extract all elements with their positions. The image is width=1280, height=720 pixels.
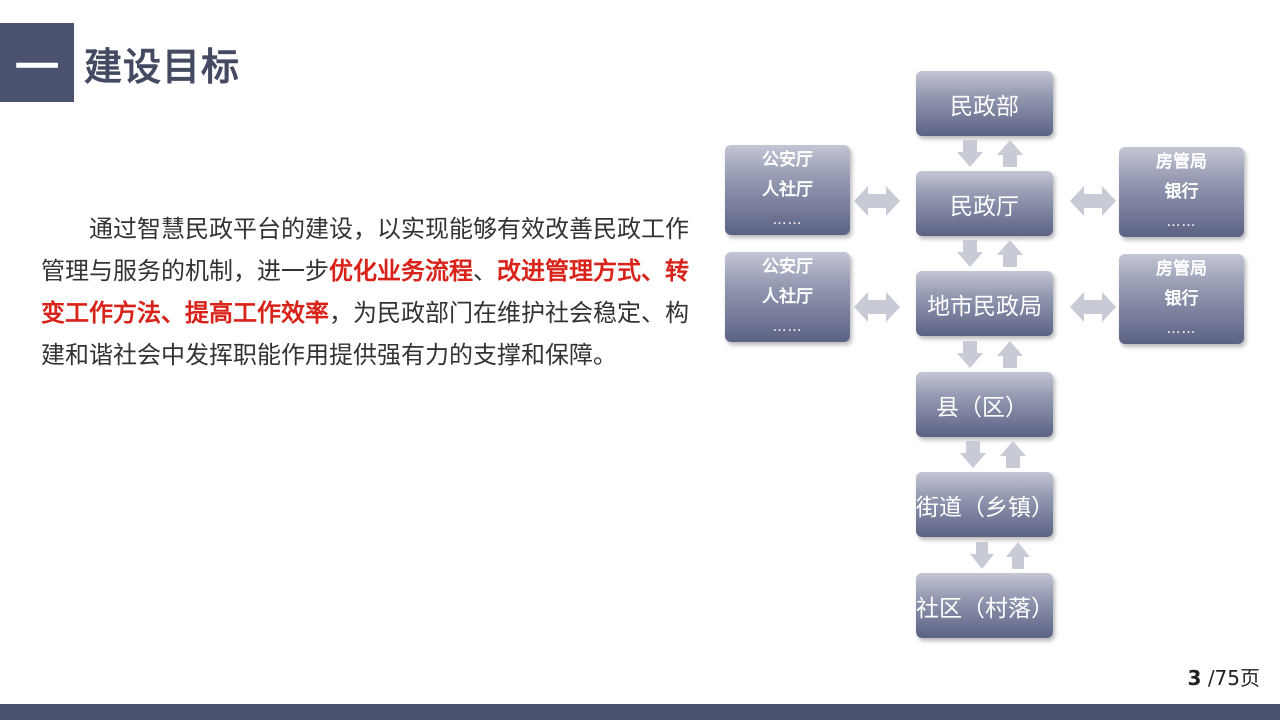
hierarchy-box-city: 地市民政局 (916, 271, 1053, 336)
double-arrow-icon (1070, 186, 1116, 216)
left-partner-box-1: 公安厅 人社厅 …… (725, 145, 850, 235)
left-box-1-line2: 人社厅 (762, 180, 813, 200)
left-box-1-line3: …… (772, 212, 803, 228)
left-box-2-line3: …… (772, 319, 803, 335)
footer-bar (0, 704, 1280, 720)
hierarchy-box-community: 社区（村落） (916, 573, 1054, 638)
right-box-1-line2: 银行 (1164, 182, 1199, 202)
right-box-1-line1: 房管局 (1156, 152, 1207, 172)
highlight-text-2: 改进管理方式、转变工作方法、提高工作效率 (41, 257, 689, 327)
right-box-2-line3: …… (1166, 321, 1197, 337)
updown-arrow-icon (957, 140, 1023, 167)
hierarchy-box-street: 街道（乡镇） (916, 472, 1054, 537)
updown-arrow-icon (957, 240, 1023, 267)
right-partner-box-2: 房管局 银行 …… (1119, 254, 1244, 344)
left-box-2-line2: 人社厅 (762, 287, 813, 307)
updown-arrow-icon (957, 341, 1023, 368)
updown-arrow-icon (970, 542, 1030, 569)
hierarchy-box-county: 县（区） (916, 372, 1053, 437)
right-partner-box-1: 房管局 银行 …… (1119, 147, 1244, 237)
left-partner-box-2: 公安厅 人社厅 …… (725, 252, 850, 342)
total-pages: /75页 (1207, 666, 1260, 690)
page-number: 3 /75页 (1188, 662, 1260, 691)
hierarchy-box-ministry: 民政部 (916, 71, 1053, 136)
paragraph-text-1: 通过智慧民政平台的建设，以实现能够有效改善民政工作管理与服务的机制，进一步 (41, 215, 689, 285)
goal-paragraph: 通过智慧民政平台的建设，以实现能够有效改善民政工作管理与服务的机制，进一步优化业… (41, 208, 696, 376)
hierarchy-box-provincial: 民政厅 (916, 171, 1053, 236)
double-arrow-icon (854, 292, 900, 322)
left-box-2-line1: 公安厅 (762, 257, 813, 277)
page-title: 建设目标 (84, 45, 241, 89)
highlight-text-1: 优化业务流程 (329, 257, 473, 285)
left-box-1-line1: 公安厅 (762, 150, 813, 170)
right-box-2-line1: 房管局 (1156, 259, 1207, 279)
double-arrow-icon (854, 186, 900, 216)
double-arrow-icon (1070, 292, 1116, 322)
paragraph-separator: 、 (473, 257, 497, 285)
paragraph-text-2: ，为民政部门在维护社会稳定、构建和谐社会中发挥职能作用提供强有力的支撑和保障。 (41, 299, 689, 369)
section-number: 一 (0, 23, 74, 102)
right-box-2-line2: 银行 (1164, 289, 1199, 309)
right-box-1-line3: …… (1166, 214, 1197, 230)
current-page: 3 (1187, 666, 1202, 690)
updown-arrow-icon (960, 441, 1026, 468)
